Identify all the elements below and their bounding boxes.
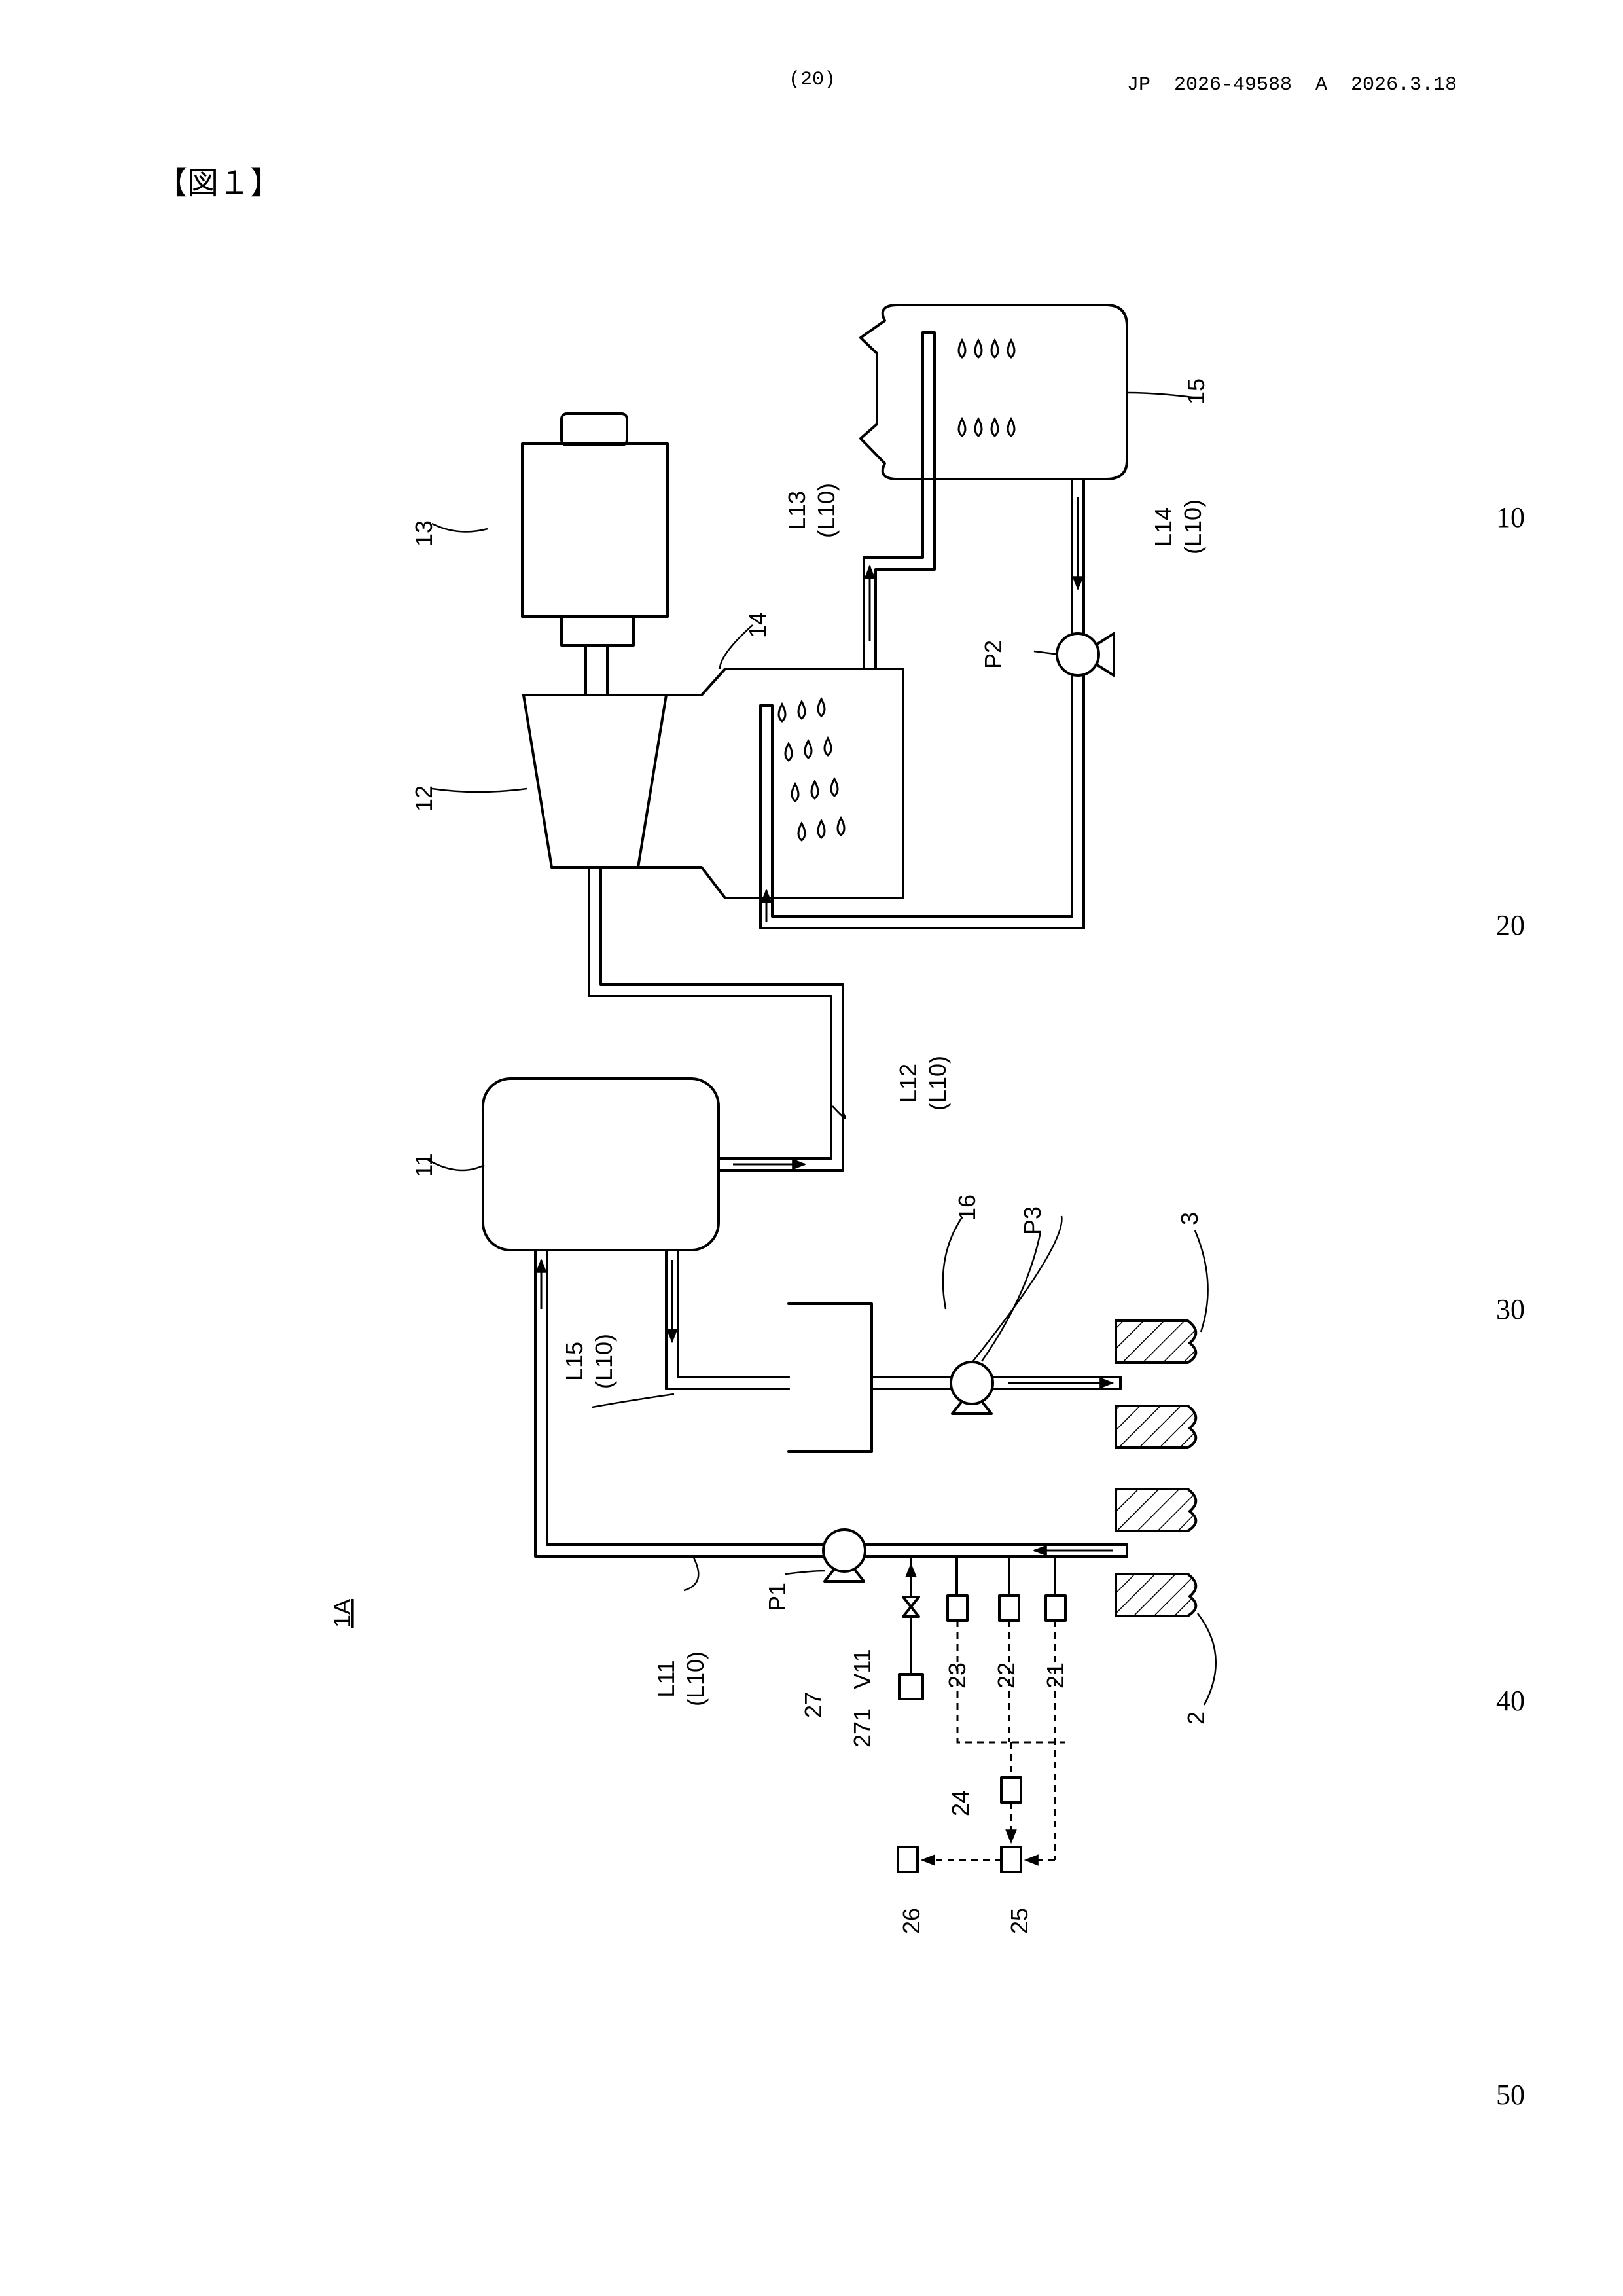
pump-p3 [951, 1362, 993, 1414]
label-sensor-22: 22 [993, 1662, 1020, 1689]
label-chemical-tank-271: 271 [849, 1708, 876, 1748]
label-generator-13: 13 [410, 520, 437, 547]
line-15 [666, 1250, 789, 1389]
label-valve-v11: V11 [849, 1649, 876, 1689]
label-line-11-group: (L10) [682, 1651, 709, 1706]
label-cooling-tower-15: 15 [1183, 378, 1209, 404]
outlet-wall [1116, 1321, 1196, 1448]
label-line-15-group: (L10) [590, 1334, 617, 1389]
sensor-22 [999, 1596, 1019, 1621]
controller-25 [1001, 1847, 1021, 1872]
output-26 [898, 1847, 918, 1872]
label-system-1a: 1A [329, 1599, 355, 1628]
pump-p1 [823, 1530, 865, 1581]
label-line-13-group: (L10) [813, 483, 840, 538]
label-pump-p3: P3 [1019, 1206, 1046, 1235]
label-line-14-group: (L10) [1179, 499, 1206, 554]
boiler-11 [483, 1079, 719, 1250]
label-unit-24: 24 [947, 1790, 974, 1816]
condenser-14 [638, 669, 903, 900]
label-line-12-group: (L10) [924, 1056, 951, 1111]
label-line-15: L15 [561, 1342, 588, 1381]
label-boiler-11: 11 [410, 1153, 437, 1177]
label-drain-tank-16: 16 [954, 1194, 980, 1221]
label-sensor-21: 21 [1042, 1662, 1069, 1689]
sensor-23 [948, 1596, 967, 1621]
label-intake-2: 2 [1183, 1712, 1209, 1725]
label-line-14: L14 [1150, 507, 1177, 547]
label-pump-p2: P2 [980, 640, 1007, 669]
drain-tank-16 [789, 1304, 872, 1452]
label-output-26: 26 [898, 1908, 925, 1934]
label-sensor-23: 23 [944, 1662, 971, 1689]
sensor-21 [1046, 1596, 1065, 1621]
label-turbine-12: 12 [410, 785, 437, 812]
label-controller-25: 25 [1006, 1908, 1033, 1934]
label-line-11: L11 [652, 1660, 679, 1697]
label-pump-p1: P1 [764, 1583, 791, 1611]
label-outlet-3: 3 [1176, 1212, 1203, 1225]
pump-p2 [1057, 634, 1114, 675]
generator-13 [522, 414, 668, 695]
unit-24 [1001, 1778, 1021, 1803]
label-condenser-14: 14 [744, 612, 771, 638]
valve-v11 [903, 1597, 919, 1617]
chemical-tank-271 [899, 1674, 923, 1699]
label-line-13: L13 [783, 491, 810, 530]
label-line-12: L12 [895, 1064, 921, 1103]
line-12 [589, 867, 831, 1158]
cooling-tower-15 [861, 305, 1127, 479]
turbine-12 [524, 695, 666, 867]
label-dosing-27: 27 [800, 1692, 827, 1718]
line-13 [864, 332, 935, 669]
